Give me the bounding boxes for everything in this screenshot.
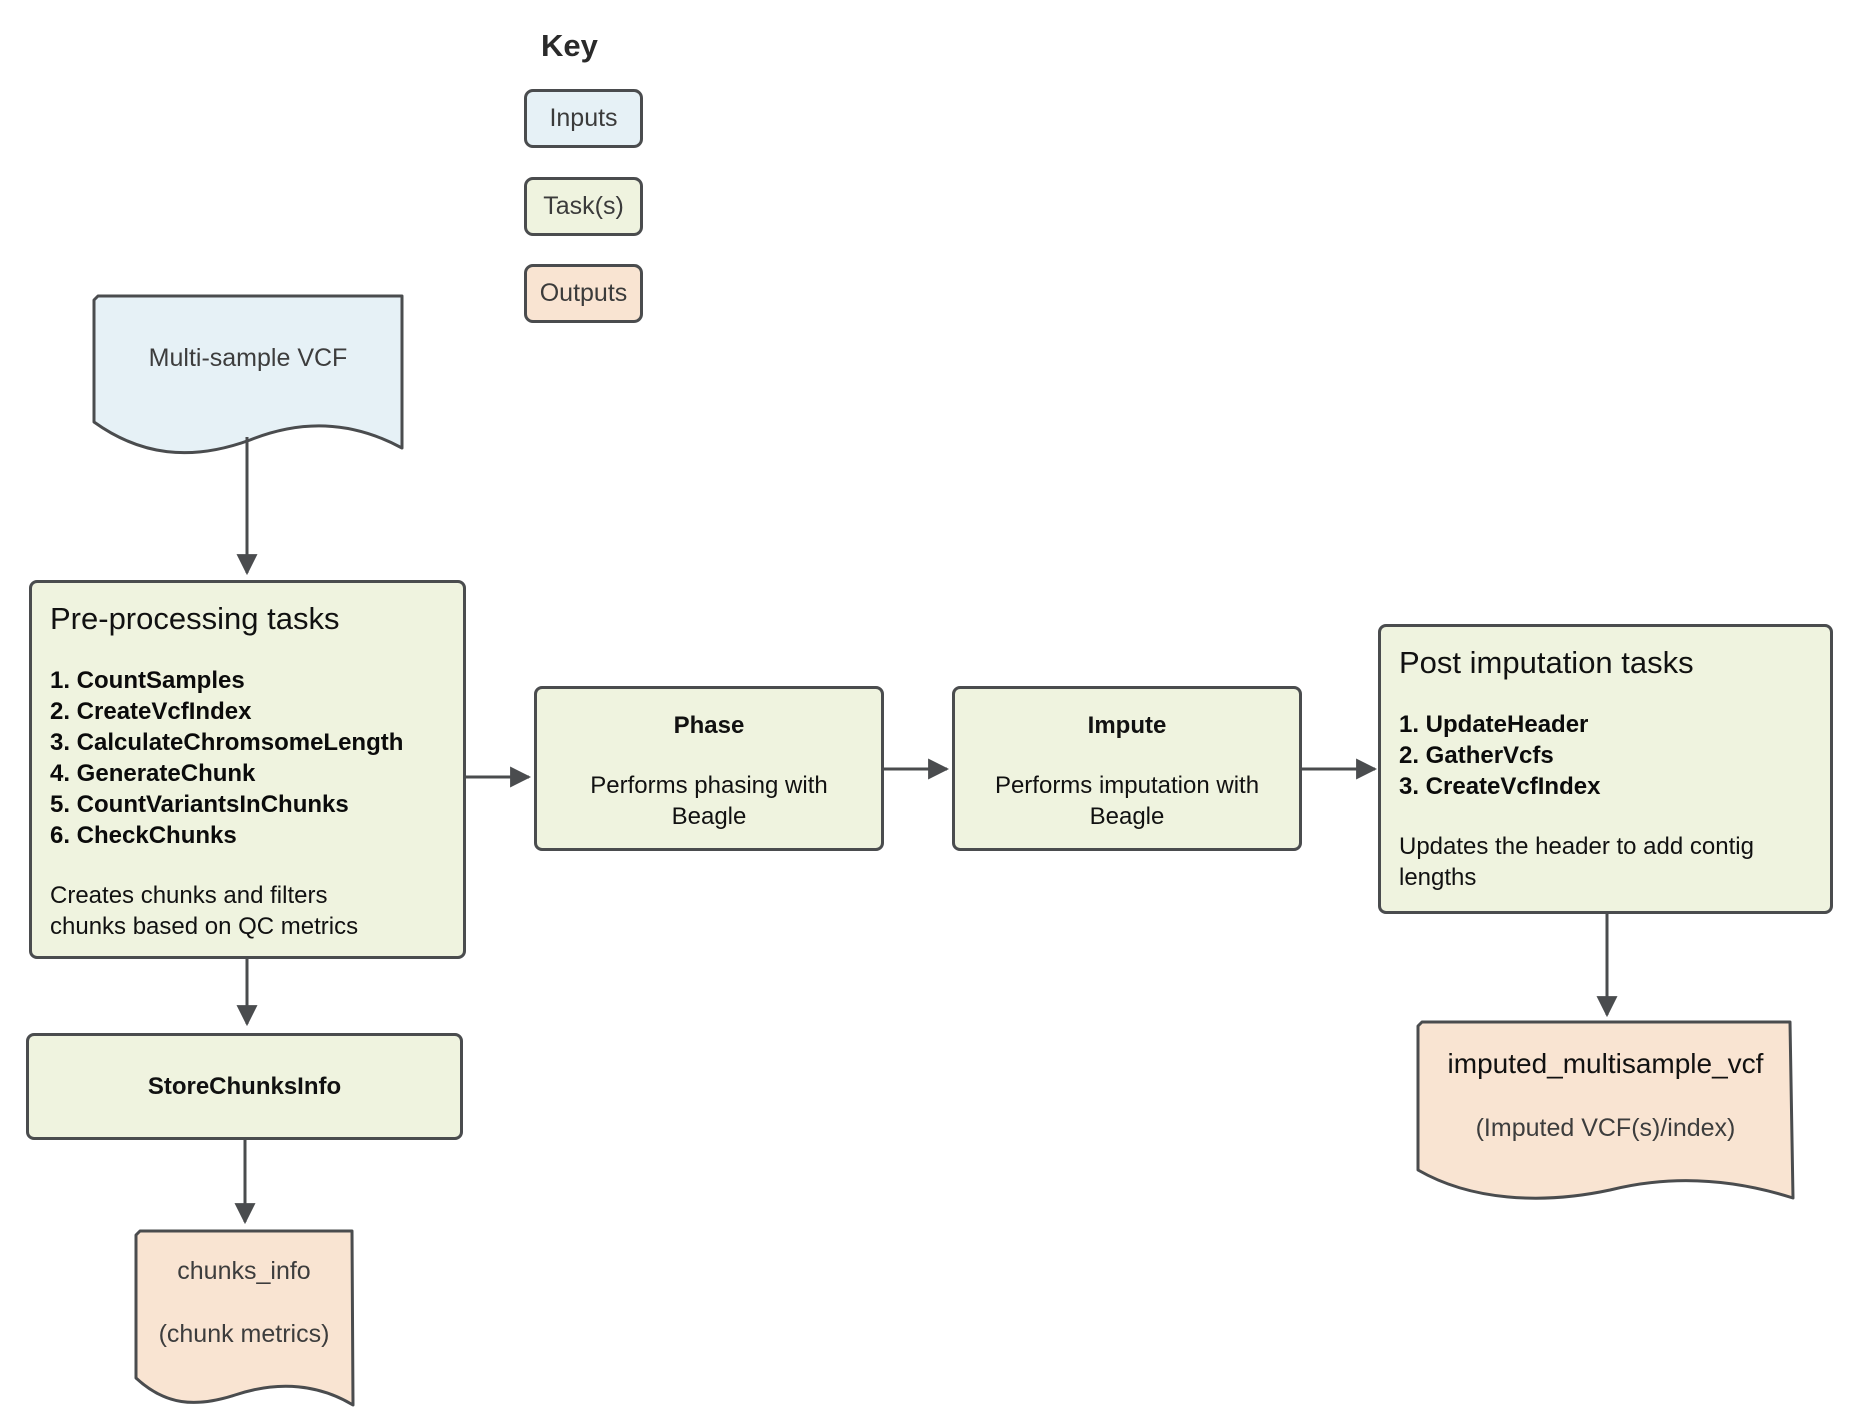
preprocessing-step: 4. GenerateChunk: [50, 760, 256, 787]
key-inputs-swatch: Inputs: [524, 89, 643, 148]
post-imputation-title: Post imputation tasks: [1399, 645, 1694, 680]
preprocessing-steps: 1. CountSamples 2. CreateVcfIndex 3. Cal…: [50, 665, 463, 851]
chunks-output-detail: (chunk metrics): [158, 1320, 330, 1348]
final-output-doc-shape: [1416, 1020, 1795, 1200]
phase-title: Phase: [673, 712, 745, 739]
phase-description-line: Performs phasing with: [590, 772, 828, 799]
preprocessing-step: 2. CreateVcfIndex: [50, 698, 252, 725]
preprocessing-title: Pre-processing tasks: [50, 601, 340, 636]
impute-title: Impute: [1087, 712, 1167, 739]
input-doc-label: Multi-sample VCF: [148, 344, 348, 372]
preprocessing-description-line: Creates chunks and filters: [50, 882, 328, 909]
post-imputation-description: Updates the header to add contig lengths: [1399, 831, 1830, 893]
final-output-name: imputed_multisample_vcf: [1447, 1048, 1764, 1079]
post-imputation-steps: 1. UpdateHeader 2. GatherVcfs 3. CreateV…: [1399, 709, 1830, 802]
input-doc-shape: [92, 294, 404, 455]
post-imputation-step: 2. GatherVcfs: [1399, 742, 1554, 769]
post-imputation-box: Post imputation tasks 1. UpdateHeader 2.…: [1378, 624, 1833, 914]
preprocessing-description-line: chunks based on QC metrics: [50, 913, 359, 940]
preprocessing-step: 1. CountSamples: [50, 667, 245, 694]
chunks-doc-shape: [134, 1229, 355, 1407]
post-imputation-description-line: lengths: [1399, 864, 1477, 891]
preprocessing-step: 6. CheckChunks: [50, 822, 237, 849]
key-tasks-swatch: Task(s): [524, 177, 643, 236]
post-imputation-step: 1. UpdateHeader: [1399, 711, 1589, 738]
phase-box: Phase Performs phasing with Beagle: [534, 686, 884, 851]
post-imputation-description-line: Updates the header to add contig: [1399, 833, 1754, 860]
post-imputation-step: 3. CreateVcfIndex: [1399, 773, 1601, 800]
preprocessing-step: 5. CountVariantsInChunks: [50, 791, 349, 818]
chunks-output-name: chunks_info: [177, 1257, 311, 1285]
key-title: Key: [541, 28, 598, 63]
preprocessing-step: 3. CalculateChromsomeLength: [50, 729, 404, 756]
key-outputs-swatch: Outputs: [524, 264, 643, 323]
impute-description-line: Beagle: [1089, 803, 1165, 830]
impute-box: Impute Performs imputation with Beagle: [952, 686, 1302, 851]
preprocessing-box: Pre-processing tasks 1. CountSamples 2. …: [29, 580, 466, 959]
impute-description-line: Performs imputation with: [994, 772, 1260, 799]
phase-description-line: Beagle: [671, 803, 747, 830]
store-chunks-box: StoreChunksInfo: [26, 1033, 463, 1140]
final-output-detail: (Imputed VCF(s)/index): [1475, 1114, 1736, 1142]
store-chunks-label: StoreChunksInfo: [147, 1072, 342, 1100]
preprocessing-description: Creates chunks and filters chunks based …: [50, 880, 463, 942]
